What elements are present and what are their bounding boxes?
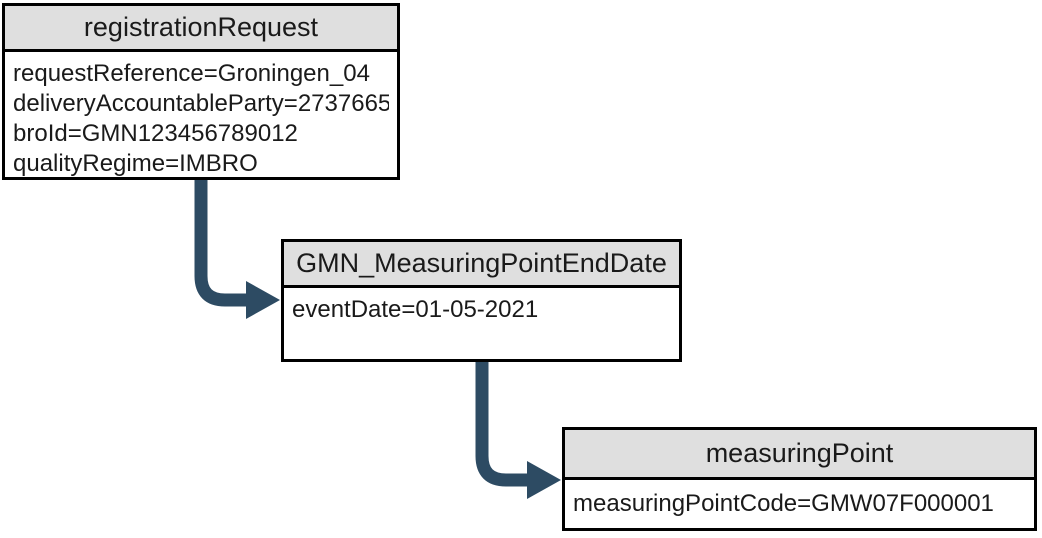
attribute-quality-regime: qualityRegime=IMBRO bbox=[13, 150, 258, 177]
attribute-request-reference: requestReference=Groningen_04 bbox=[13, 60, 370, 87]
attribute-event-date: eventDate=01-05-2021 bbox=[292, 296, 539, 323]
node-registration-request-attributes: requestReference=Groningen_04 deliveryAc… bbox=[5, 52, 397, 179]
node-registration-request[interactable]: registrationRequest requestReference=Gro… bbox=[2, 3, 400, 180]
arrowhead-enddate-to-measuringpoint bbox=[527, 461, 561, 499]
attribute-measuring-point-code: measuringPointCode=GMW07F000001 bbox=[573, 490, 994, 517]
node-gmn-measuring-point-end-date-attributes: eventDate=01-05-2021 bbox=[284, 288, 679, 325]
node-measuring-point[interactable]: measuringPoint measuringPointCode=GMW07F… bbox=[562, 427, 1037, 531]
attribute-bro-id: broId=GMN123456789012 bbox=[13, 120, 298, 147]
node-measuring-point-title: measuringPoint bbox=[565, 430, 1034, 480]
node-gmn-measuring-point-end-date[interactable]: GMN_MeasuringPointEndDate eventDate=01-0… bbox=[281, 239, 682, 362]
node-measuring-point-attributes: measuringPointCode=GMW07F000001 bbox=[565, 480, 1034, 519]
arrowhead-registration-to-enddate bbox=[246, 281, 280, 319]
connector-registration-to-enddate bbox=[194, 180, 248, 307]
node-registration-request-title: registrationRequest bbox=[5, 6, 397, 52]
connector-enddate-to-measuringpoint bbox=[475, 362, 529, 487]
attribute-delivery-accountable-party: deliveryAccountableParty=27376655 bbox=[13, 90, 389, 117]
node-gmn-measuring-point-end-date-title: GMN_MeasuringPointEndDate bbox=[284, 242, 679, 288]
